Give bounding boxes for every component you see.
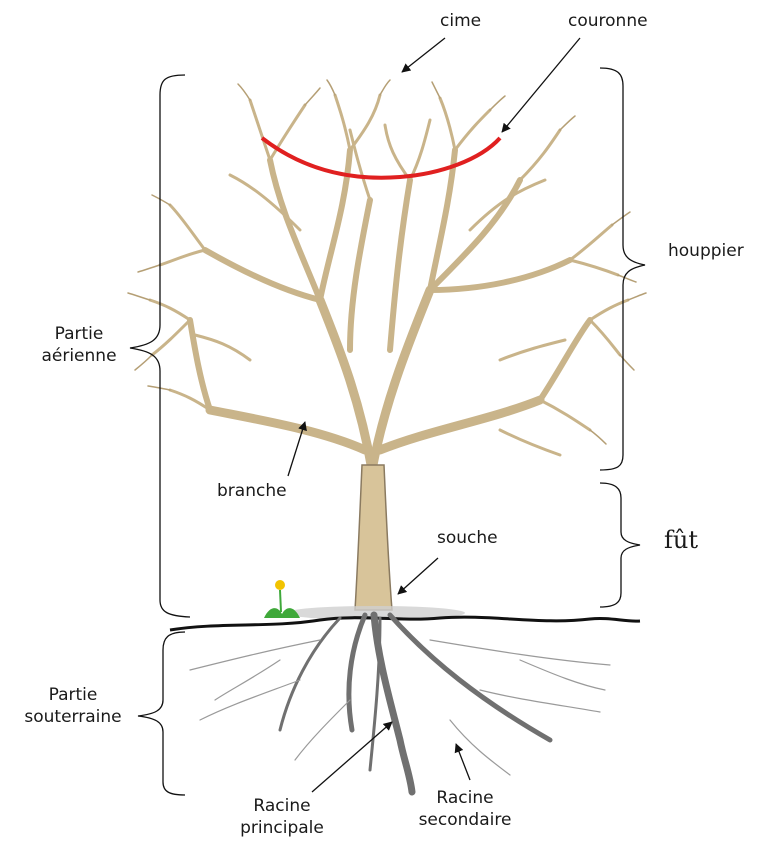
- label-racine-secondaire: Racine secondaire: [412, 787, 518, 831]
- arrow-racine-secondaire: [456, 744, 470, 780]
- label-partie-aerienne-line1: Partie: [34, 323, 124, 345]
- brace-houppier: [600, 68, 645, 470]
- label-houppier: houppier: [668, 240, 744, 262]
- label-souche: souche: [437, 527, 498, 549]
- arrow-couronne: [502, 38, 580, 132]
- label-racine-principale-line2: principale: [232, 817, 332, 839]
- label-partie-aerienne: Partie aérienne: [34, 323, 124, 367]
- brace-partie-aerienne: [130, 75, 190, 617]
- label-partie-souterraine-line1: Partie: [18, 684, 128, 706]
- label-racine-principale: Racine principale: [232, 795, 332, 839]
- label-partie-aerienne-line2: aérienne: [34, 345, 124, 367]
- label-cime: cime: [440, 10, 481, 32]
- arrow-racine-principale: [312, 722, 392, 792]
- brace-partie-souterraine: [138, 632, 185, 795]
- arrow-souche: [398, 558, 438, 594]
- label-branche: branche: [217, 480, 287, 502]
- label-racine-principale-line1: Racine: [232, 795, 332, 817]
- roots: [190, 615, 610, 792]
- arrow-cime: [402, 38, 445, 72]
- brace-fut: [600, 483, 640, 607]
- tree-crown: [128, 80, 646, 470]
- trunk: [355, 465, 392, 610]
- dandelion-icon: [264, 580, 300, 618]
- label-racine-secondaire-line2: secondaire: [412, 809, 518, 831]
- label-fut: fût: [664, 526, 698, 554]
- label-couronne: couronne: [568, 10, 648, 32]
- label-partie-souterraine: Partie souterraine: [18, 684, 128, 728]
- label-racine-secondaire-line1: Racine: [412, 787, 518, 809]
- label-partie-souterraine-line2: souterraine: [18, 706, 128, 728]
- crown-line: [262, 138, 500, 178]
